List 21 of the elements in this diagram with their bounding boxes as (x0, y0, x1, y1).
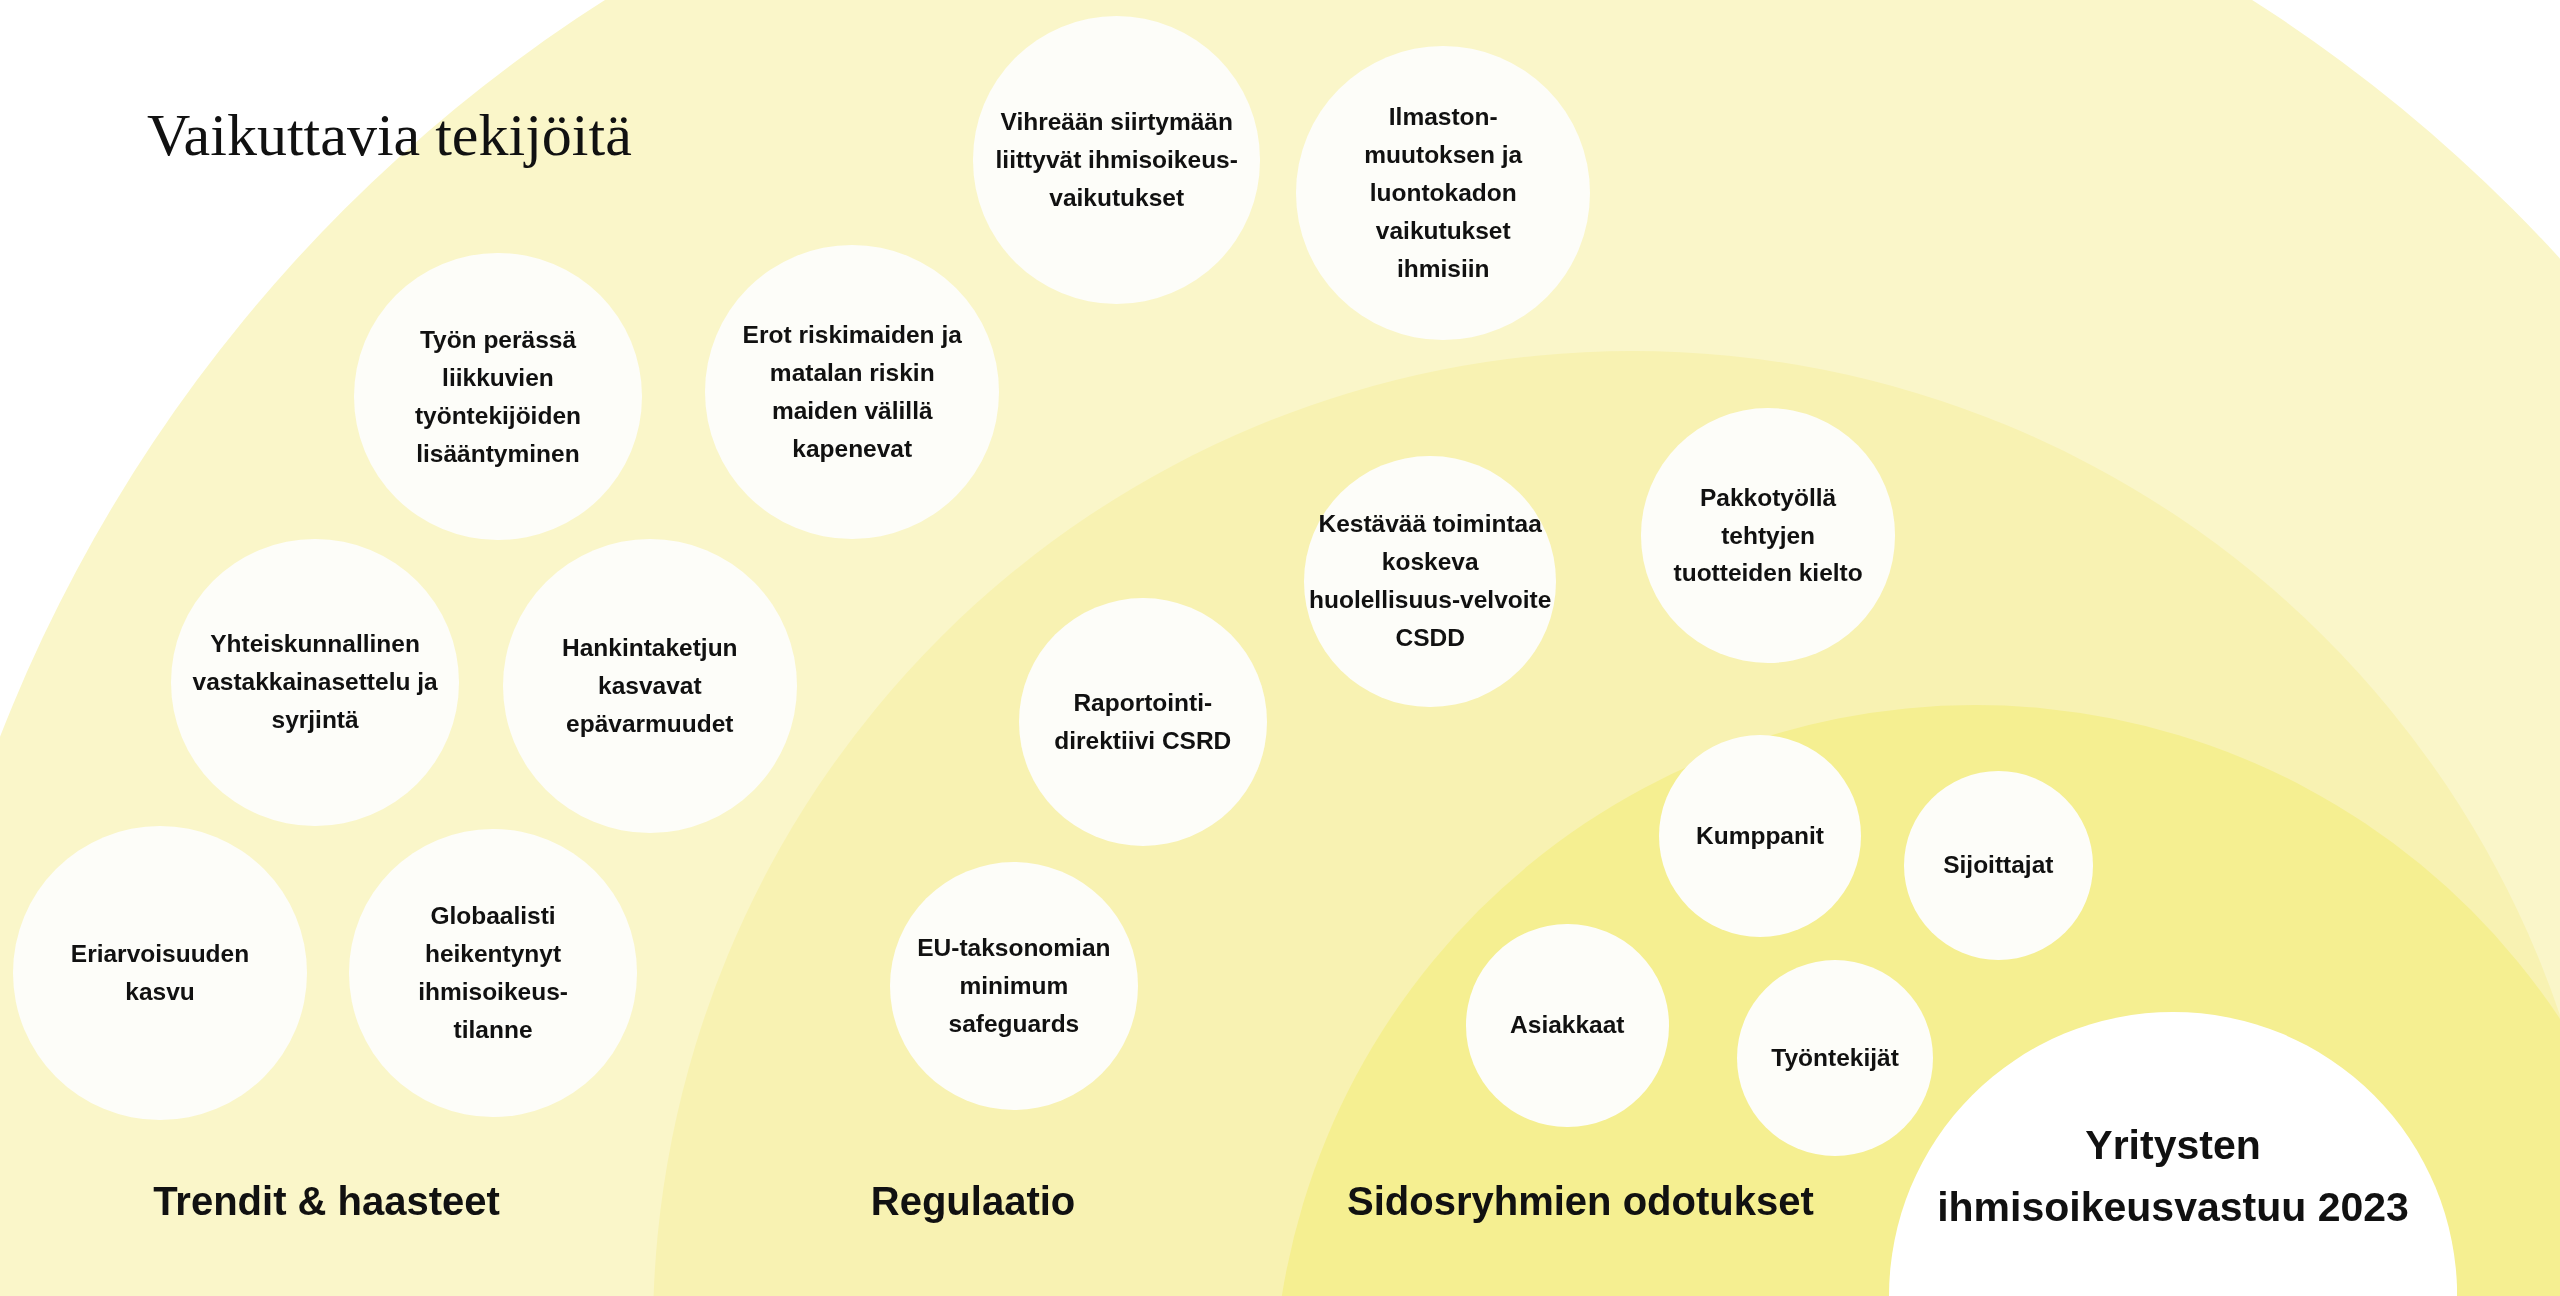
topic-text: EU-taksonomian minimum safeguards (916, 933, 1112, 1040)
group-label: Regulaatio (870, 1178, 1076, 1224)
topic-text: Vihreään siirtymään liittyvät ihmisoikeus-vaikutukset (994, 107, 1239, 213)
group-label: Sidosryhmien odotukset (1347, 1178, 1814, 1224)
diagram-title: Vaikuttavia tekijöitä (146, 101, 632, 171)
topic-text: Erot riskimaiden ja matalan riskin maiden välillä kapenevat (741, 319, 963, 464)
topic-text: Globaalisti heikentynyt ihmisoikeus-tilanne (417, 901, 569, 1045)
topic-text: Hankintaketjun kasvavat epävarmuudet (560, 632, 739, 739)
topic-text: Sijoittajat (1942, 850, 2055, 881)
topic-text: Ilmaston-muutoksen ja luontokadon vaikutukset ihmisiin (1363, 101, 1524, 284)
topic-text: Eriarvoisuuden kasvu (69, 939, 251, 1008)
topic-text: Pakkotyöllä tehtyjen tuotteiden kielto (1672, 482, 1864, 589)
center-title: Yritysten ihmisoikeusvastuu 2023 (1936, 1121, 2410, 1232)
topic-text: Raportointi-direktiivi CSRD (1053, 687, 1233, 756)
topic-text: Yhteiskunnallinen vastakkainasettelu ja syrjintä (191, 629, 439, 736)
group-label: Trendit & haasteet (153, 1178, 500, 1224)
topic-text: Kumppanit (1695, 820, 1825, 851)
topic-text: Työntekijät (1770, 1042, 1900, 1073)
topic-text: Asiakkaat (1509, 1010, 1626, 1041)
topic-text: Työn perässä liikkuvien työntekijöiden lisääntyminen (413, 324, 582, 469)
topic-text: Kestävää toimintaa koskeva huolellisuus-velvoite CSDD (1308, 509, 1553, 654)
